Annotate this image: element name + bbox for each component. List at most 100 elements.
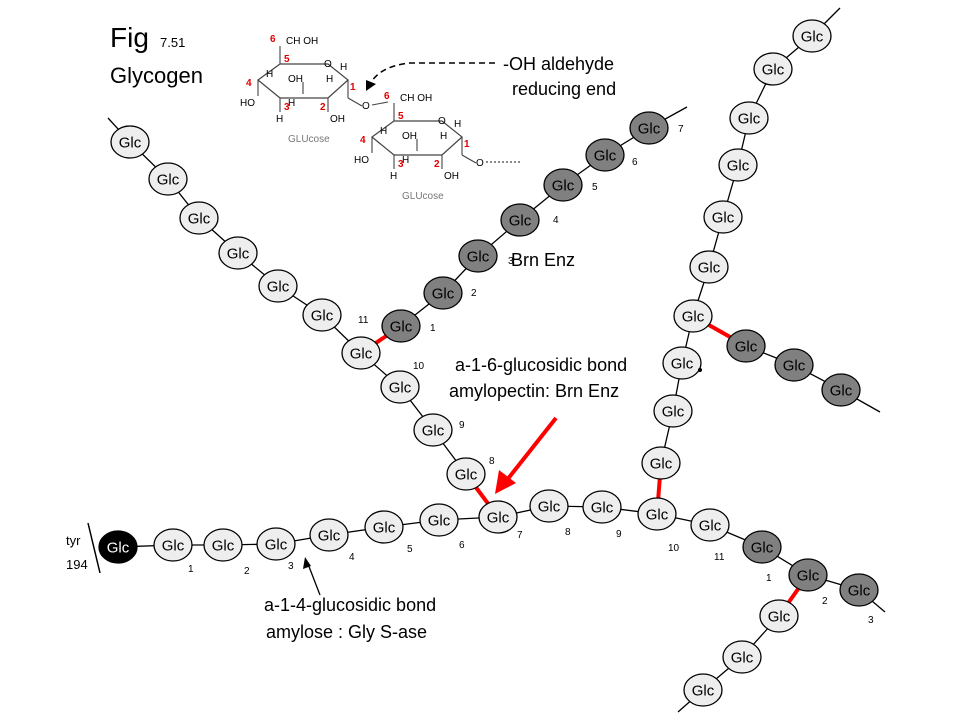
ring-ch2oh-label: CH OH [400, 93, 432, 104]
glc-residue: Glc [759, 599, 799, 633]
position-number-diagonal_chain: 11 [358, 315, 369, 326]
alpha14-note-line1: a-1-4-glucosidic bond [264, 595, 436, 615]
position-number-main_chain: 1 [188, 564, 194, 575]
position-number-new_branch: 5 [592, 182, 598, 193]
chain-line-rightA [660, 35, 813, 464]
position-number-main_chain: 7 [517, 530, 523, 541]
residue-label: Glc [188, 211, 211, 228]
ring-h-label: H [454, 119, 461, 130]
position-number-diagonal_chain: 9 [459, 420, 465, 431]
residue-circle [718, 148, 758, 182]
alpha16-note-line2: amylopectin: Brn Enz [449, 381, 619, 401]
new-glc-residue: Glc [381, 309, 421, 343]
glc-residue: Glc [364, 510, 404, 544]
residue-label: Glc [727, 158, 750, 175]
ring-name-label: GLUcose [402, 191, 444, 202]
residue-label: Glc [107, 540, 130, 557]
residue-circle [759, 599, 799, 633]
glc-residue: Glc [729, 101, 769, 135]
position-number-main_chain: 4 [349, 552, 355, 563]
residue-circle [821, 373, 861, 407]
carbon-4: 4 [246, 78, 252, 89]
glc-residue: Glc [478, 500, 518, 534]
residue-label: Glc [662, 404, 685, 421]
ring-ho-label: HO [354, 155, 369, 166]
reducing-end-line2: reducing end [512, 79, 616, 99]
residue-circle [774, 348, 814, 382]
residue-label: Glc [591, 500, 614, 517]
position-number-main_chain: 10 [668, 543, 680, 554]
residue-label: Glc [783, 358, 806, 375]
residue-circle [302, 298, 342, 332]
position-number-main_chain: 11 [714, 552, 725, 563]
glc-residue: Glc [110, 125, 150, 159]
residue-circle [419, 503, 459, 537]
residue-circle [218, 236, 258, 270]
glc-residue: Glc [446, 457, 486, 491]
ring-h-label: H [340, 62, 347, 73]
residue-label: Glc [692, 683, 715, 700]
alpha16-arrowhead [495, 470, 516, 494]
ring-h-label: H [402, 155, 409, 166]
residue-label: Glc [797, 568, 820, 585]
residue-circle [309, 518, 349, 552]
position-number-new_branch: 6 [632, 157, 638, 168]
carbon-2: 2 [320, 102, 326, 113]
residue-circle [585, 138, 625, 172]
glc-residue: Glc [179, 201, 219, 235]
residue-circle [629, 111, 669, 145]
residue-label: Glc [735, 339, 758, 356]
residue-label: Glc [162, 538, 185, 555]
glc-residue: Glc [341, 336, 381, 370]
residue-label: Glc [422, 423, 445, 440]
glc-residue: Glc [683, 673, 723, 707]
residue-circle [690, 508, 730, 542]
residue-label: Glc [594, 148, 617, 165]
glc-residue: Glc [718, 148, 758, 182]
glc-residue: Glc [582, 490, 622, 524]
residue-label: Glc [682, 309, 705, 326]
residue-label: Glc [731, 650, 754, 667]
position-number-new_branch: 4 [553, 215, 559, 226]
residue-label: Glc [751, 540, 774, 557]
position-number-lower_right_branch: 1 [766, 573, 772, 584]
residue-label: Glc [768, 609, 791, 626]
residue-circle [653, 394, 693, 428]
residue-circle [478, 500, 518, 534]
carbon-5: 5 [398, 111, 404, 122]
figure-word: Fig [110, 22, 149, 53]
residue-circle [98, 530, 138, 564]
residue-circle [258, 269, 298, 303]
tyr-position: 194 [66, 557, 88, 572]
residue-circle [458, 239, 498, 273]
glc-residue: Glc [689, 250, 729, 284]
carbon-6: 6 [384, 91, 390, 102]
new-glc-residue: Glc [458, 239, 498, 273]
residue-label: Glc [119, 135, 142, 152]
new-glc-residue: Glc [788, 558, 828, 592]
glc-residue: Glc [662, 346, 702, 380]
position-number-lower_right_branch: 2 [822, 596, 828, 607]
residue-label: Glc [267, 279, 290, 296]
residue-label: Glc [428, 513, 451, 530]
residue-circle [413, 413, 453, 447]
glc-residue: Glc [637, 497, 677, 531]
glc-residue: Glc [690, 508, 730, 542]
residue-label: Glc [762, 62, 785, 79]
residue-circle [110, 125, 150, 159]
residue-circle [689, 250, 729, 284]
residue-circle [341, 336, 381, 370]
residue-label: Glc [311, 308, 334, 325]
residue-label: Glc [157, 172, 180, 189]
ring-h-label: H [326, 74, 333, 85]
alpha14-note-line2: amylose : Gly S-ase [266, 622, 427, 642]
ring-oxygen-label: O [324, 59, 332, 70]
carbon-2: 2 [434, 159, 440, 170]
position-number-main_chain: 9 [616, 529, 622, 540]
residue-label: Glc [389, 380, 412, 397]
residue-label: Glc [212, 538, 235, 555]
chain-line-diag [129, 141, 467, 475]
residue-circle [742, 530, 782, 564]
ring-ch2oh-label: CH OH [286, 36, 318, 47]
